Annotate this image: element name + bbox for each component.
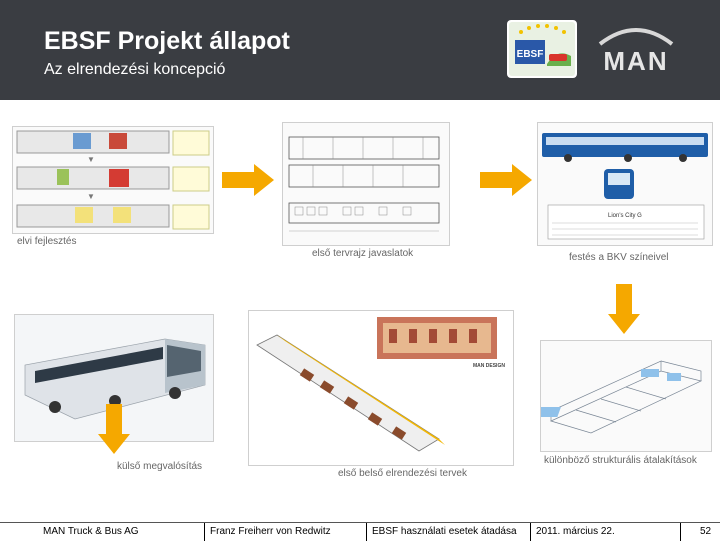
arrow-down-icon (608, 284, 640, 339)
svg-text:▼: ▼ (87, 155, 95, 164)
footer-company: MAN Truck & Bus AG (43, 526, 139, 537)
caption-tervrajz: első tervrajz javaslatok (312, 248, 414, 259)
footer-divider (530, 523, 531, 541)
footer-author: Franz Freiherr von Redwitz (210, 526, 331, 537)
footer-topic: EBSF használati esetek átadása (372, 526, 517, 537)
drawing-proposals-image (282, 122, 450, 246)
svg-text:▼: ▼ (87, 192, 95, 201)
caption-kulso: külső megvalósítás (117, 461, 203, 472)
bkv-livery-image: Lion's City G (537, 122, 713, 246)
arrow-down-icon (98, 404, 130, 459)
caption-festes: festés a BKV színeivel (569, 252, 669, 263)
man-logo-text: MAN (603, 46, 668, 76)
footer-divider (204, 523, 205, 541)
footer-divider (366, 523, 367, 541)
structural-changes-image (540, 340, 712, 452)
man-logo: MAN (590, 22, 682, 77)
slide-subtitle: Az elrendezési koncepció (44, 61, 226, 78)
footer-page-number: 52 (700, 526, 712, 537)
caption-strukturalis: különböző strukturális átalakítások (544, 455, 697, 466)
interior-layout-image: MAN DESIGN (248, 310, 514, 466)
arrow-right-icon (480, 164, 532, 201)
man-design-label: MAN DESIGN (473, 363, 505, 369)
slide-footer: MAN Truck & Bus AG Franz Freiherr von Re… (0, 522, 720, 541)
arrow-right-icon (222, 164, 274, 201)
exterior-render-image (14, 314, 214, 442)
slide-header: EBSF Projekt állapot Az elrendezési konc… (0, 0, 720, 100)
footer-date: 2011. március 22. (536, 526, 615, 537)
footer-divider (680, 523, 681, 541)
slide-title: EBSF Projekt állapot (44, 27, 290, 55)
ebsf-logo: EBSF (507, 20, 577, 78)
lions-city-label: Lion's City G (608, 213, 642, 219)
ebsf-logo-text: EBSF (517, 49, 544, 60)
concept-variants-image: ▼ ▼ (12, 126, 214, 234)
caption-belso: első belső elrendezési tervek (338, 468, 467, 479)
caption-elvi-fejlesztes: elvi fejlesztés (17, 236, 77, 247)
